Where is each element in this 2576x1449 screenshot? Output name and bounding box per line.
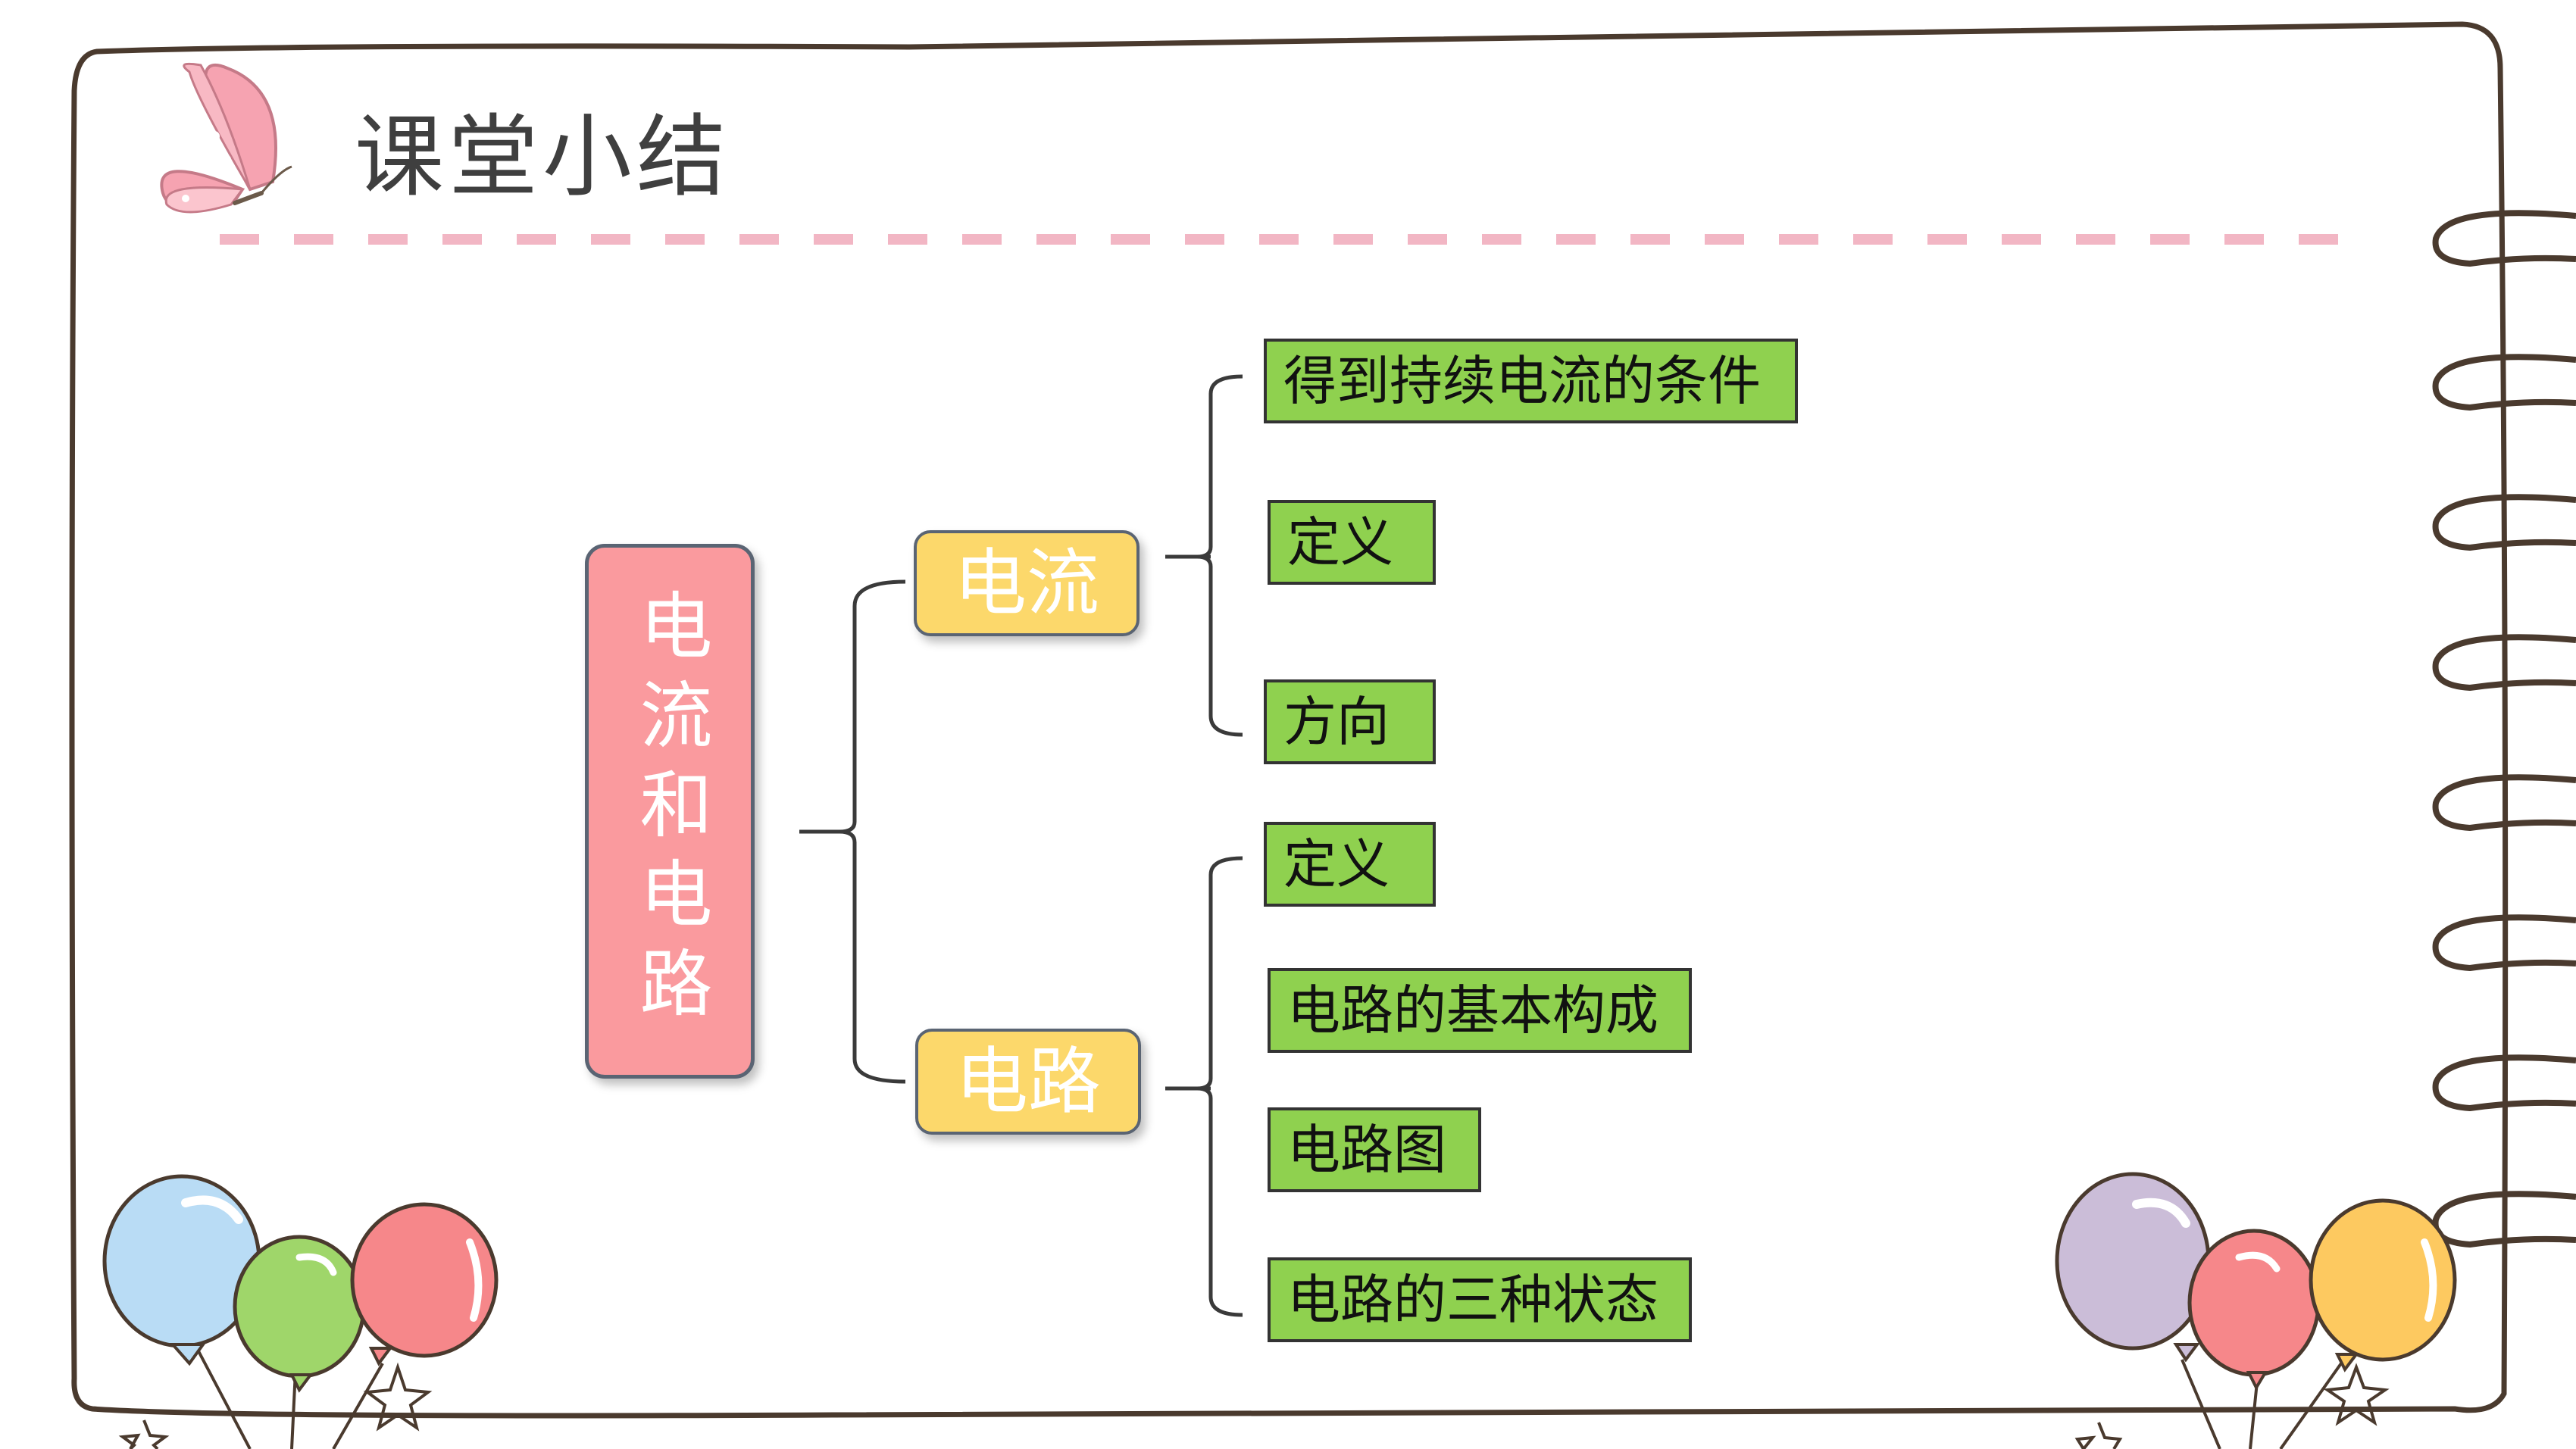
branch-node-label: 电路 <box>955 1039 1101 1124</box>
branch1-connector <box>1165 374 1243 737</box>
leaf-node-label: 方向 <box>1283 691 1390 753</box>
root-node: 电流和电路 <box>585 544 755 1079</box>
balloons-right-icon <box>2055 1172 2457 1449</box>
leaf-node-label: 定义 <box>1283 833 1390 895</box>
notebook-frame <box>69 21 2509 1419</box>
leaf-node-label: 电路的三种状态 <box>1287 1269 1658 1331</box>
leaf-node-label: 电路图 <box>1287 1119 1446 1181</box>
leaf-node: 定义 <box>1268 500 1436 585</box>
leaf-node: 定义 <box>1264 822 1436 907</box>
leaf-node-label: 电路的基本构成 <box>1287 979 1658 1041</box>
butterfly-icon <box>160 62 292 214</box>
branch-node-circuit: 电路 <box>915 1029 1141 1135</box>
slide-title: 课堂小结 <box>355 105 731 209</box>
star-icon <box>118 1362 2390 1449</box>
leaf-node: 得到持续电流的条件 <box>1264 339 1798 423</box>
leaf-node: 电路的基本构成 <box>1268 968 1692 1053</box>
balloons-left-icon <box>102 1174 499 1449</box>
leaf-node-label: 定义 <box>1287 511 1393 573</box>
leaf-node: 方向 <box>1264 679 1436 764</box>
branch-node-label: 电流 <box>954 541 1099 626</box>
root-node-label: 电流和电路 <box>627 588 712 1035</box>
branch-node-current: 电流 <box>914 530 1140 636</box>
leaf-node: 电路的三种状态 <box>1268 1257 1692 1342</box>
leaf-node-label: 得到持续电流的条件 <box>1283 350 1761 412</box>
leaf-node: 电路图 <box>1268 1107 1481 1192</box>
branch2-connector <box>1165 856 1243 1317</box>
root-connector <box>799 579 906 1084</box>
